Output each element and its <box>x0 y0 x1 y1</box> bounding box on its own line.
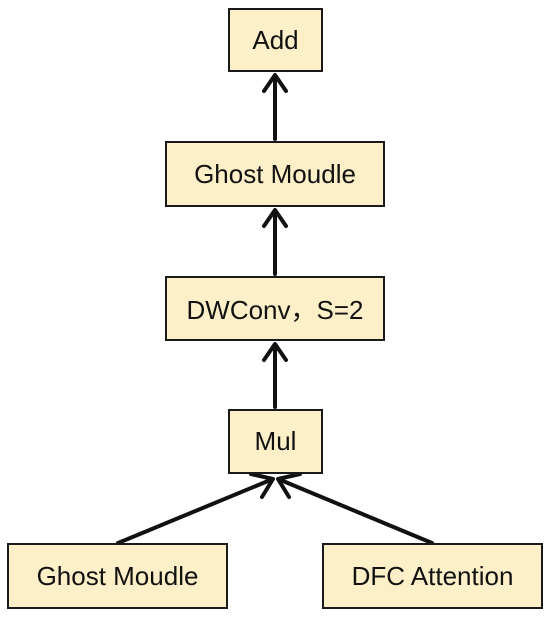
edge-ghost-top-to-add <box>262 73 288 141</box>
node-add: Add <box>228 8 323 72</box>
node-mul: Mul <box>228 409 323 474</box>
node-mul-label: Mul <box>254 426 297 456</box>
edge-ghost-bottom-to-mul <box>116 472 275 545</box>
node-dfc-attention-label: DFC Attention <box>351 560 514 591</box>
node-dwconv-label: DWConv，S=2 <box>186 295 364 325</box>
node-ghost-moudle-top: Ghost Moudle <box>165 141 385 207</box>
node-add-label: Add <box>252 24 299 55</box>
node-ghost-moudle-bottom: Ghost Moudle <box>7 543 228 609</box>
node-dwconv: DWConv，S=2 <box>165 276 385 341</box>
edge-dwconv-to-ghost-top <box>262 208 288 276</box>
node-ghost-moudle-top-label: Ghost Moudle <box>194 158 356 189</box>
edge-mul-to-dwconv <box>262 342 288 409</box>
edge-dfc-to-mul <box>276 472 434 545</box>
node-dfc-attention: DFC Attention <box>322 543 543 609</box>
node-ghost-moudle-bottom-label: Ghost Moudle <box>36 560 199 591</box>
